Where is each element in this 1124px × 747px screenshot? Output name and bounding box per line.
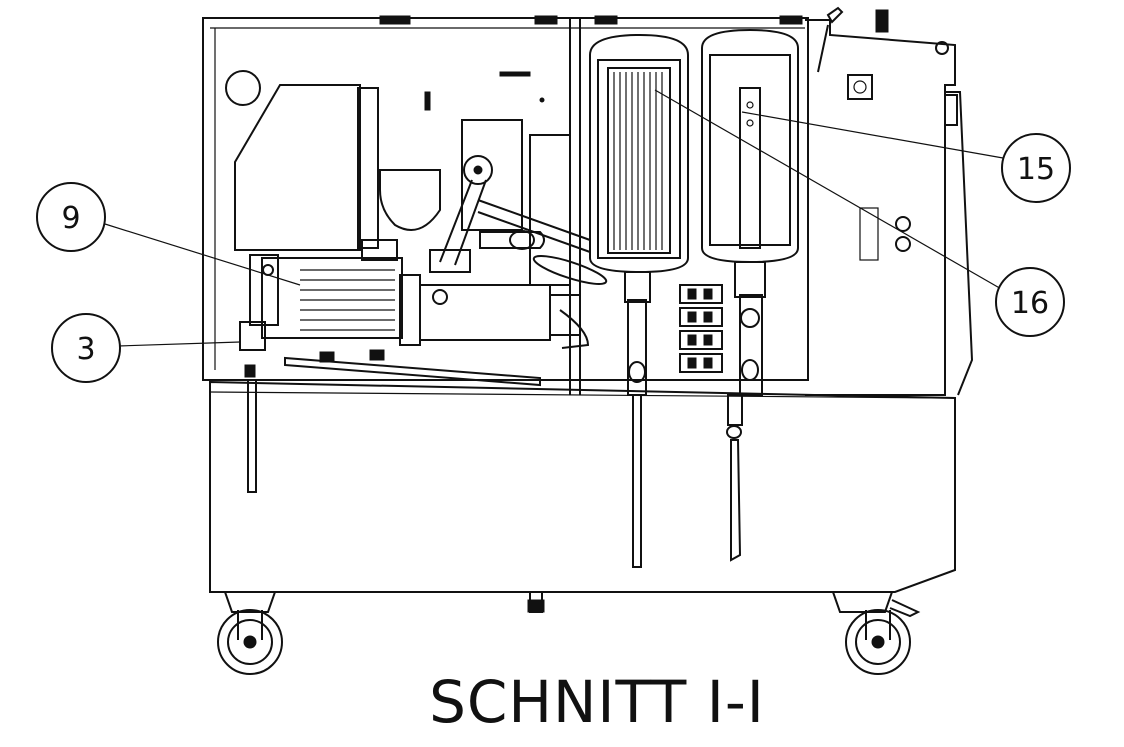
drain-valve xyxy=(527,591,545,613)
filter-canister-right xyxy=(701,28,799,562)
callout-16-label: 16 xyxy=(1011,286,1049,321)
callout-15: 15 xyxy=(741,111,1071,203)
left-compartment xyxy=(225,70,608,493)
motor-fins xyxy=(300,269,395,331)
callout-9: 9 xyxy=(36,182,301,286)
filter-cartridge-lines xyxy=(613,72,663,250)
solenoid-valves xyxy=(679,284,723,373)
control-panel xyxy=(805,6,974,396)
callout-9-label: 9 xyxy=(61,201,80,236)
callout-3-label: 3 xyxy=(76,332,95,367)
filter-canister-left xyxy=(589,33,689,568)
callout-16: 16 xyxy=(654,89,1065,337)
callout-15-label: 15 xyxy=(1017,152,1055,187)
callout-3: 3 xyxy=(51,313,241,383)
tank-lower xyxy=(209,380,956,593)
caster-right xyxy=(831,591,921,675)
section-title: SCHNITT I-I xyxy=(429,668,765,736)
caster-left xyxy=(217,591,283,675)
